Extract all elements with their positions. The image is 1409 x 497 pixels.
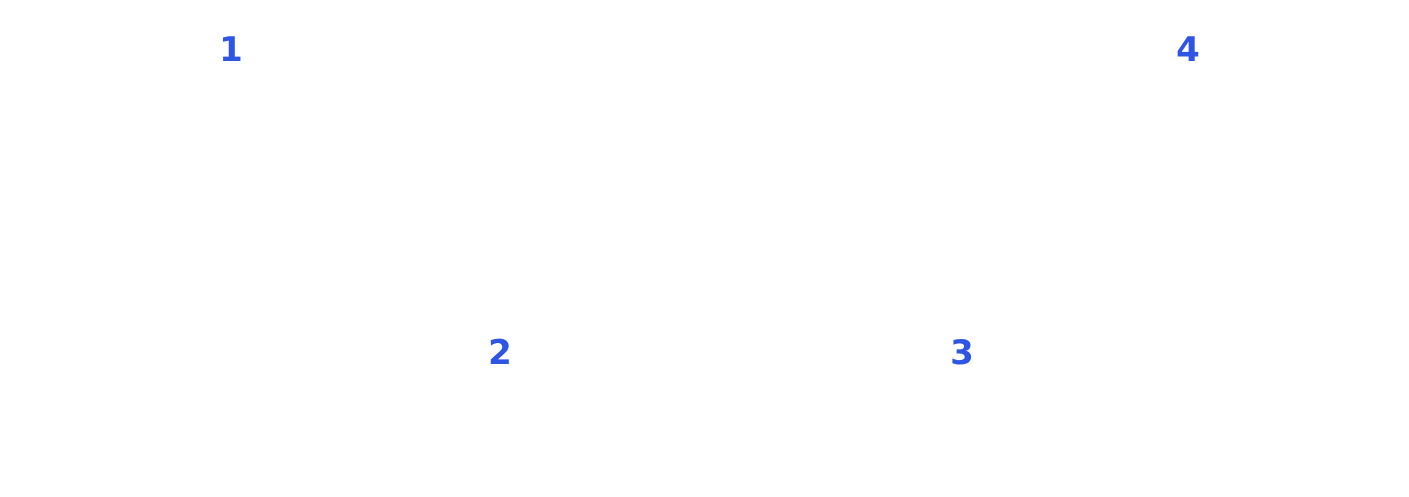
- step-number-3: 3: [950, 333, 974, 373]
- step-number-2: 2: [488, 333, 512, 373]
- step-number-1: 1: [219, 30, 243, 70]
- step-number-4: 4: [1176, 30, 1200, 70]
